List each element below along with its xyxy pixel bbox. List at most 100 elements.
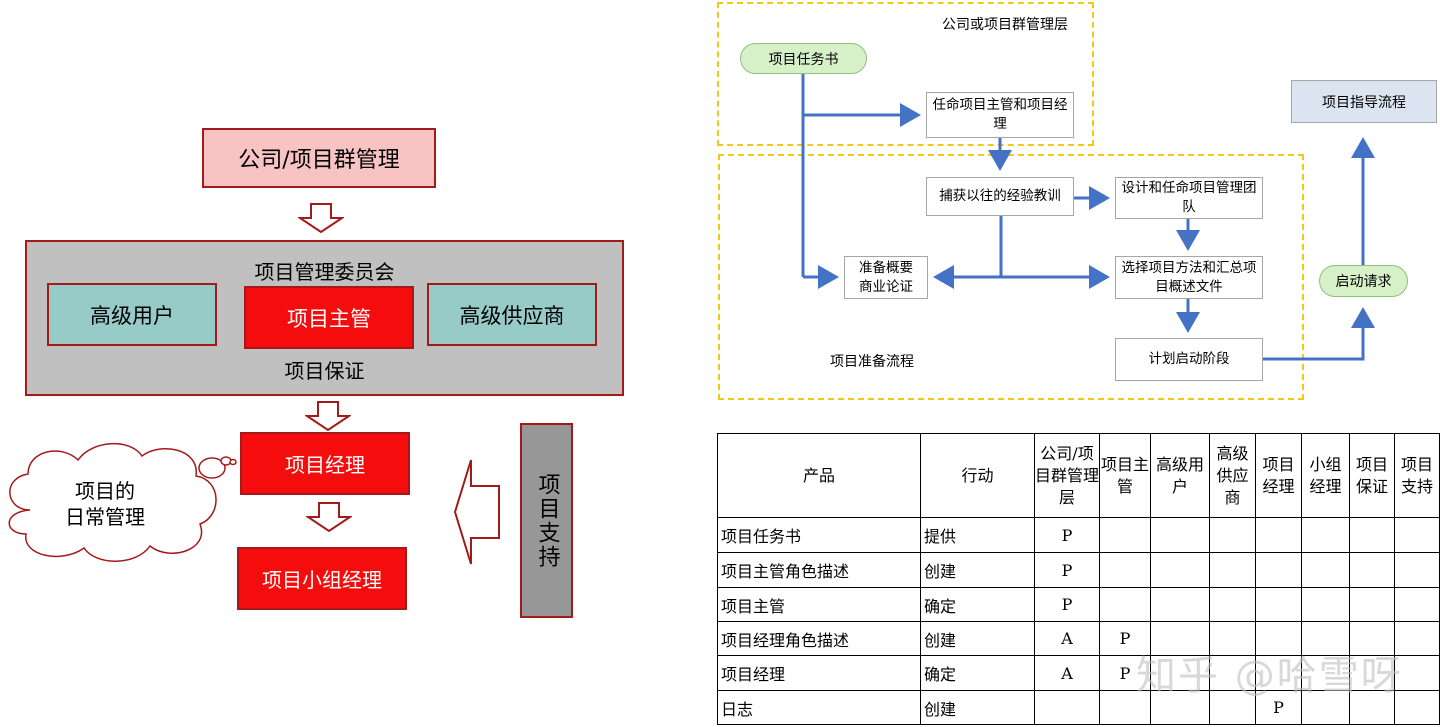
table-cell — [1209, 621, 1256, 656]
executive-label: 项目主管 — [287, 306, 371, 331]
daily-management-text: 项目的 日常管理 — [30, 476, 180, 532]
table-cell: 项目主管 — [717, 587, 921, 622]
project-board-panel: 项目管理委员会 高级用户 项目主管 高级供应商 项目保证 — [25, 240, 624, 396]
corporate-programme-box: 公司/项目群管理 — [202, 128, 436, 188]
starting-up-zone-label: 项目准备流程 — [830, 354, 914, 370]
table-cell — [1150, 552, 1210, 588]
table-cell — [1099, 517, 1151, 553]
table-row: 日志创建 P — [717, 690, 1440, 725]
table-cell: 创建 — [920, 621, 1035, 656]
hollow-arrow-2 — [305, 401, 351, 431]
table-cell: A — [1034, 621, 1100, 656]
table-cell — [1349, 690, 1395, 725]
table-cell — [1255, 552, 1302, 588]
design-team-label: 设计和任命项目管理团队 — [1121, 180, 1257, 215]
select-approach-box: 选择项目方法和汇总项目概述文件 — [1115, 256, 1263, 299]
header-cell: 项目经理 — [1255, 433, 1302, 518]
hollow-arrow-1 — [298, 203, 344, 233]
corporate-zone-label: 公司或项目群管理层 — [942, 17, 1068, 33]
project-mandate-label: 项目任务书 — [768, 51, 839, 68]
table-cell — [1209, 655, 1256, 691]
request-initiate-pill: 启动请求 — [1319, 265, 1408, 297]
header-cell: 项目保证 — [1349, 433, 1395, 518]
senior-supplier-box: 高级供应商 — [427, 283, 597, 346]
table-cell: 项目经理角色描述 — [717, 621, 921, 656]
table-cell — [1301, 587, 1350, 622]
table-cell — [1255, 655, 1302, 691]
table-cell — [1349, 552, 1395, 588]
table-cell — [1255, 621, 1302, 656]
table-cell: 项目主管角色描述 — [717, 552, 921, 588]
table-header-row: 产品 行动 公司/项目群管理层 项目主管 高级用户 高级供应商 项目经理 小组经… — [717, 433, 1440, 518]
table-cell: 确定 — [920, 655, 1035, 691]
select-approach-label: 选择项目方法和汇总项目概述文件 — [1121, 259, 1257, 295]
table-cell — [1255, 587, 1302, 622]
watermark: 知乎 @哈雪呀 — [1136, 653, 1403, 699]
appoint-label: 任命项目主管和项目经理 — [932, 97, 1068, 132]
table-cell: 提供 — [920, 517, 1035, 553]
table-cell — [1150, 517, 1210, 553]
outline-business-case-box: 准备概要商业论证 — [844, 256, 928, 299]
header-cell: 高级供应商 — [1209, 433, 1256, 518]
appoint-box: 任命项目主管和项目经理 — [926, 92, 1074, 138]
table-cell — [1394, 621, 1440, 656]
project-mandate-pill: 项目任务书 — [740, 43, 867, 74]
cloud-callout — [8, 443, 237, 562]
corporate-programme-label: 公司/项目群管理 — [238, 148, 400, 173]
table-cell — [1209, 587, 1256, 622]
table-cell: P — [1255, 690, 1302, 725]
hollow-arrow-left — [453, 459, 500, 565]
table-cell — [1255, 517, 1302, 553]
project-manager-box: 项目经理 — [240, 432, 410, 495]
project-assurance-label: 项目保证 — [284, 358, 365, 383]
executive-box: 项目主管 — [244, 286, 414, 349]
senior-user-label: 高级用户 — [90, 303, 174, 328]
table-cell: A — [1034, 655, 1100, 691]
table-cell — [1209, 552, 1256, 588]
daily-management-line2: 日常管理 — [65, 505, 145, 529]
capture-lessons-label: 捕获以往的经验教训 — [939, 188, 1061, 204]
directing-process-label: 项目指导流程 — [1322, 94, 1406, 111]
plan-initiation-label: 计划启动阶段 — [1148, 351, 1230, 367]
table-cell — [1394, 517, 1440, 553]
table-cell: P — [1034, 517, 1100, 553]
table-cell — [1301, 690, 1350, 725]
table-cell — [1209, 517, 1256, 553]
table-cell: P — [1034, 552, 1100, 588]
table-cell — [1301, 552, 1350, 588]
table-cell — [1034, 690, 1100, 725]
hollow-arrow-3 — [306, 502, 352, 532]
table-cell — [1150, 690, 1210, 725]
table-cell: 确定 — [920, 587, 1035, 622]
team-manager-box: 项目小组经理 — [237, 547, 407, 610]
header-cell: 产品 — [717, 433, 921, 518]
table-cell — [1301, 517, 1350, 553]
table-cell — [1099, 587, 1151, 622]
project-manager-label: 项目经理 — [285, 453, 365, 477]
table-cell — [1150, 587, 1210, 622]
table-cell — [1349, 517, 1395, 553]
responsibility-table: 产品 行动 公司/项目群管理层 项目主管 高级用户 高级供应商 项目经理 小组经… — [717, 433, 1440, 725]
design-team-box: 设计和任命项目管理团队 — [1115, 177, 1263, 219]
project-board-title: 项目管理委员会 — [254, 259, 395, 284]
table-cell: 日志 — [717, 690, 921, 725]
project-support-label: 项目支持 — [534, 472, 560, 569]
table-cell: P — [1034, 587, 1100, 622]
table-cell: 创建 — [920, 690, 1035, 725]
header-cell: 公司/项目群管理层 — [1034, 433, 1100, 518]
table-cell — [1099, 690, 1151, 725]
outline-business-case-label: 准备概要商业论证 — [859, 259, 913, 295]
table-cell: 创建 — [920, 552, 1035, 588]
table-cell — [1209, 690, 1256, 725]
project-support-box: 项目支持 — [520, 423, 573, 618]
table-cell: 项目任务书 — [717, 517, 921, 553]
plan-initiation-box: 计划启动阶段 — [1115, 338, 1263, 381]
request-initiate-label: 启动请求 — [1335, 274, 1392, 290]
directing-process-box: 项目指导流程 — [1291, 80, 1437, 123]
